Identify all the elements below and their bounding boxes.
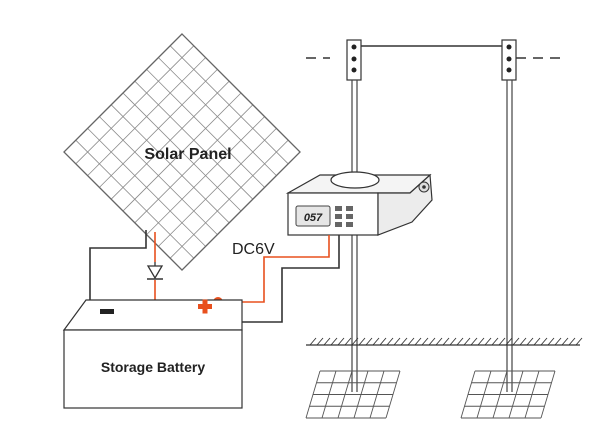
negative-wire-panel xyxy=(89,230,147,322)
fence-post-left xyxy=(346,39,362,392)
solar-panel-label: Solar Panel xyxy=(144,146,231,163)
fence-controller: 057 xyxy=(285,171,433,236)
lcd-display xyxy=(295,205,331,227)
minus-sign xyxy=(100,309,114,314)
fence-wire xyxy=(306,45,560,59)
control-button xyxy=(346,222,353,227)
diode xyxy=(146,262,164,280)
storage-battery: Storage Battery xyxy=(62,299,243,409)
positive-wire-controller xyxy=(218,235,330,303)
plus-sign xyxy=(198,299,212,314)
control-button xyxy=(335,214,342,219)
ground xyxy=(306,337,583,346)
fence-post-right xyxy=(501,39,517,392)
ground-grid-left xyxy=(305,370,401,419)
ground-grid-right xyxy=(460,370,556,419)
voltage-label: DC6V xyxy=(232,241,275,258)
battery-label: Storage Battery xyxy=(101,359,205,375)
control-button xyxy=(346,214,353,219)
control-button xyxy=(346,206,353,211)
control-button xyxy=(335,206,342,211)
control-button xyxy=(335,222,342,227)
solar-panel: Solar Panel xyxy=(63,33,301,271)
positive-wire-battery xyxy=(154,280,218,303)
lcd-reading: 057 xyxy=(304,212,323,224)
